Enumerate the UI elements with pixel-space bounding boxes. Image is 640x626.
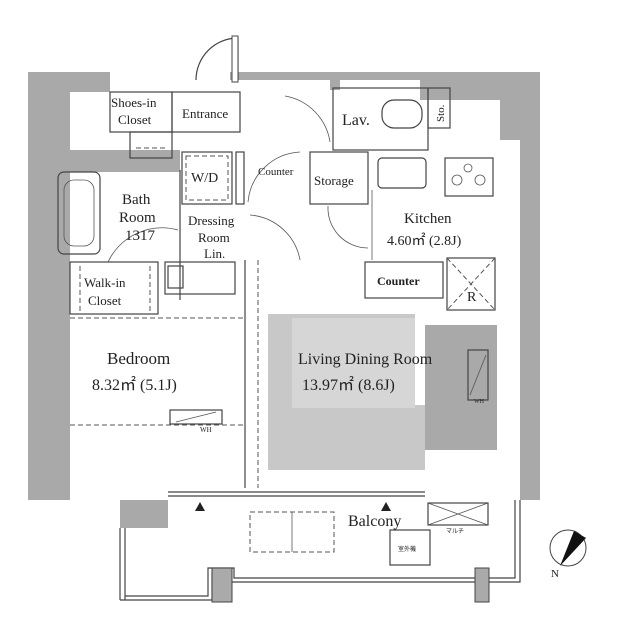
dressing-label: Dressing bbox=[188, 213, 235, 228]
entrance-label: Entrance bbox=[182, 106, 228, 121]
storage-label: Storage bbox=[314, 173, 354, 188]
bath-size-label: 1317 bbox=[125, 228, 156, 244]
dressing-label-2: Room bbox=[198, 230, 230, 245]
north-compass-icon: N bbox=[549, 529, 587, 580]
counter-small-label: Counter bbox=[258, 166, 294, 178]
balcony bbox=[119, 500, 521, 603]
walkin-label-2: Closet bbox=[88, 293, 122, 308]
sto-label: Sto. bbox=[435, 104, 447, 122]
entrance-door[interactable] bbox=[195, 35, 239, 83]
bath-label-2: Room bbox=[119, 210, 156, 226]
ldk-floor bbox=[268, 314, 425, 470]
ldk-wh-label: WH bbox=[474, 399, 485, 405]
walkin-label: Walk-in bbox=[84, 275, 126, 290]
wd-label: W/D bbox=[191, 171, 218, 186]
bath-label: Bath bbox=[122, 192, 151, 208]
multi-unit-label: マルチ bbox=[446, 528, 464, 535]
shoes-closet-label-2: Closet bbox=[118, 112, 152, 127]
bedroom-wh-label: WH bbox=[200, 426, 212, 434]
bedroom-label: Bedroom bbox=[107, 349, 170, 368]
bedroom-area-label: 8.32㎡ (5.1J) bbox=[92, 376, 177, 394]
ldk-area-label: 13.97㎡ (8.6J) bbox=[302, 376, 395, 394]
kitchen-area-label: 4.60㎡ (2.8J) bbox=[387, 233, 462, 249]
outdoor-unit-label: 室外機 bbox=[398, 545, 416, 553]
ldk-label: Living Dining Room bbox=[298, 351, 433, 368]
lav-label: Lav. bbox=[342, 112, 370, 129]
linen-label: Lin. bbox=[204, 246, 225, 261]
kitchen-counter-label: Counter bbox=[377, 274, 420, 288]
structural-walls bbox=[28, 72, 540, 528]
compass-label: N bbox=[551, 568, 559, 580]
kitchen-label: Kitchen bbox=[404, 211, 452, 227]
balcony-label: Balcony bbox=[348, 513, 401, 530]
shoes-closet-label: Shoes-in bbox=[111, 95, 157, 110]
fridge-label: R bbox=[467, 290, 477, 305]
